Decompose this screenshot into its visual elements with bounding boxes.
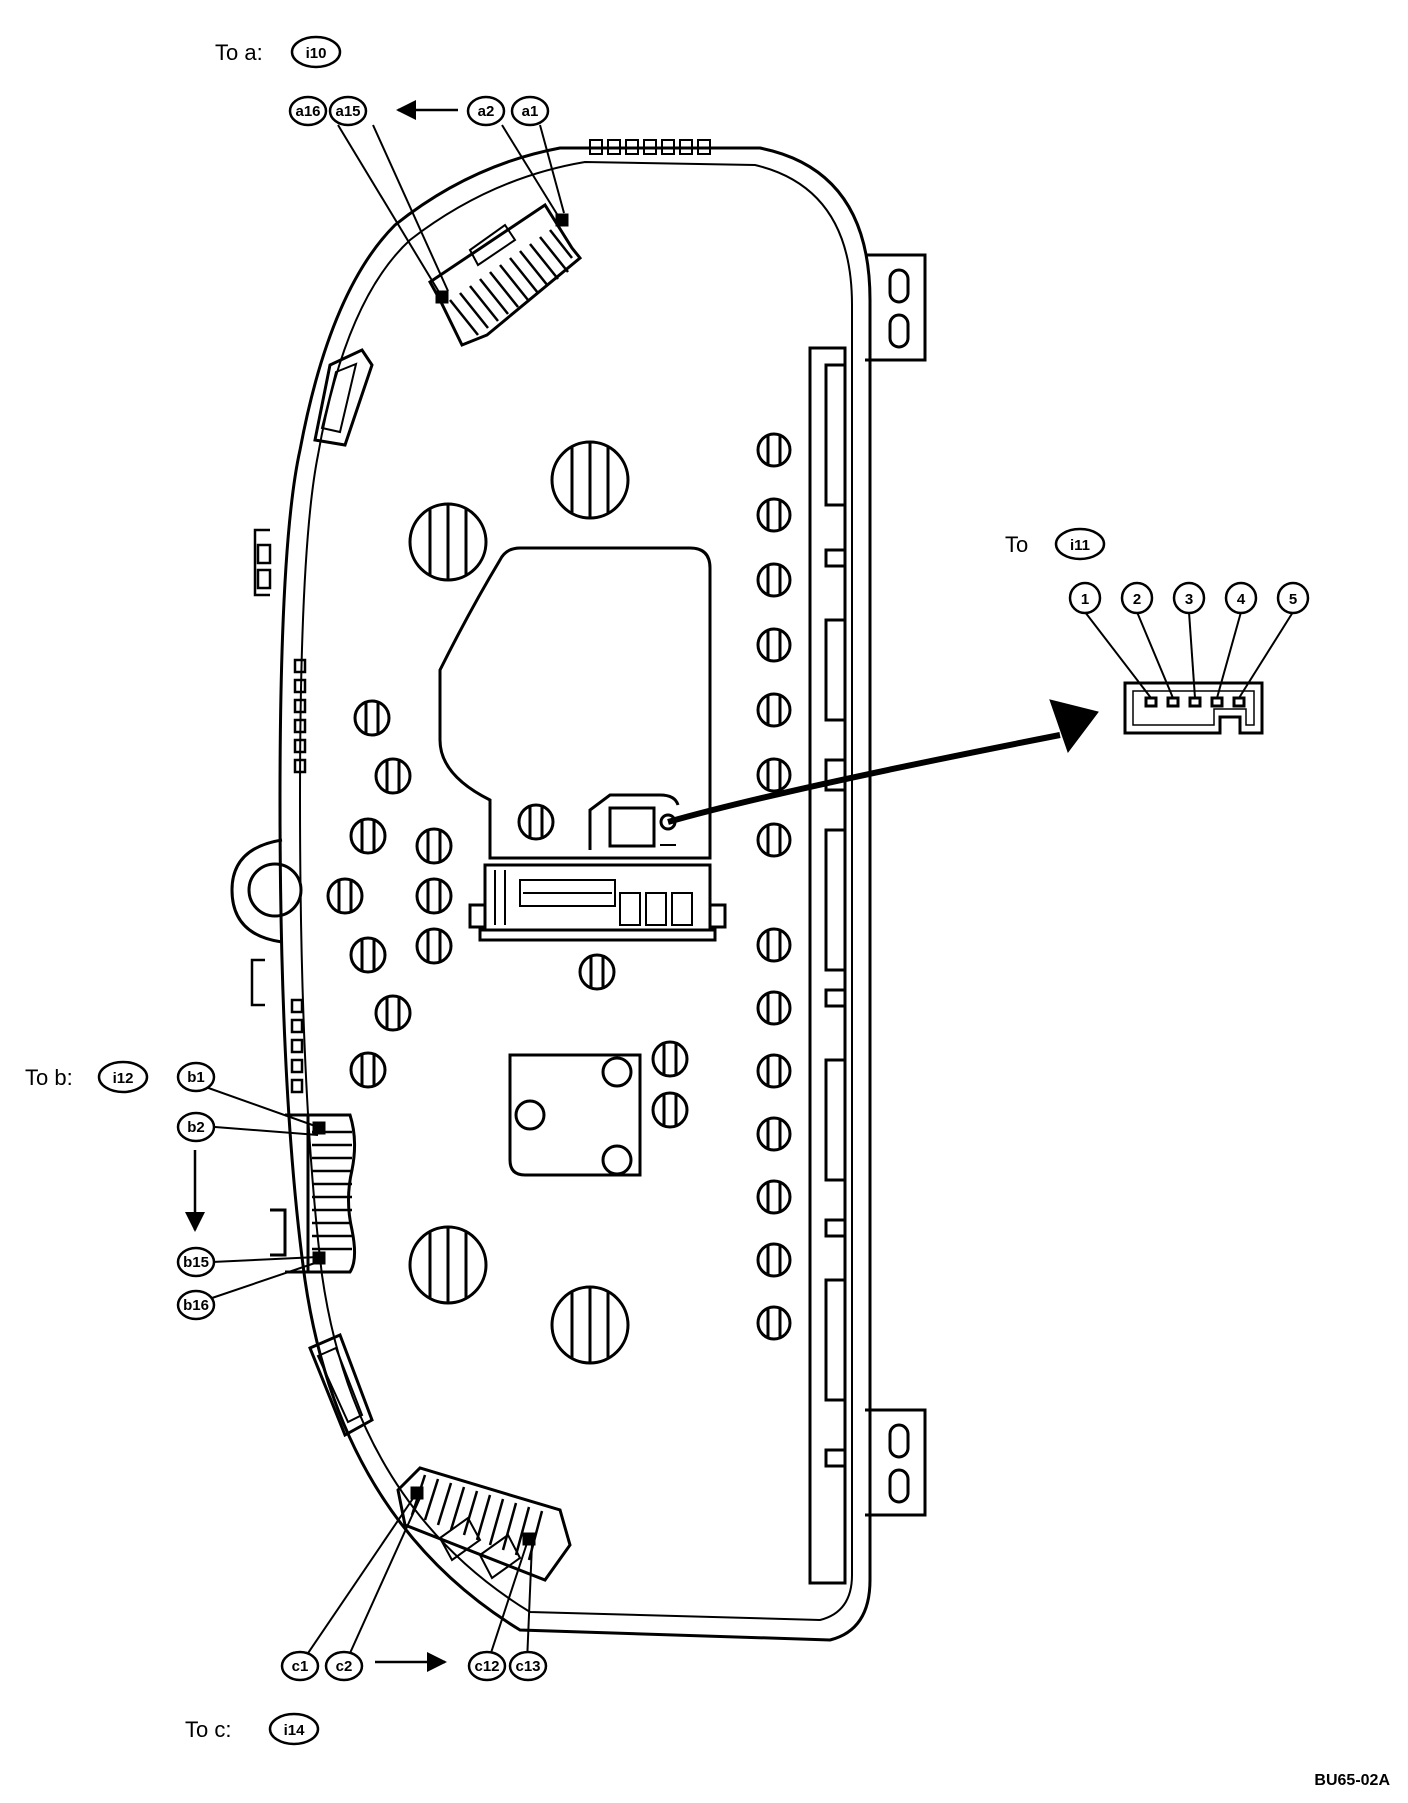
i11-label: i11 bbox=[1070, 537, 1090, 554]
pin-c2-label: c2 bbox=[336, 1658, 353, 1675]
upper-left-latch bbox=[313, 348, 374, 447]
indicator-lamp-strip bbox=[808, 346, 847, 1585]
pin-b1-label: b1 bbox=[187, 1069, 205, 1086]
i14-bubble bbox=[268, 1712, 320, 1746]
connector-b-body bbox=[270, 1113, 357, 1274]
i10-bubble bbox=[290, 35, 342, 69]
main-board-connector bbox=[468, 863, 727, 942]
pin-b2-label: b2 bbox=[187, 1119, 205, 1136]
i11-pin-labels: 1 2 3 4 5 bbox=[1068, 581, 1310, 615]
pin-a15-label: a15 bbox=[335, 103, 360, 120]
cluster-housing bbox=[278, 139, 872, 1642]
i11-bubble bbox=[1054, 527, 1106, 561]
pin-b15-label: b15 bbox=[183, 1254, 209, 1271]
lower-left-latch bbox=[308, 1332, 374, 1438]
leader-lines bbox=[199, 124, 565, 1663]
to-a-label: To a: bbox=[215, 40, 263, 65]
mounting-tab-top-right bbox=[865, 253, 927, 362]
pin-a1-label: a1 bbox=[522, 103, 539, 120]
pin-c12-label: c12 bbox=[474, 1658, 499, 1675]
i11-callout-arrow bbox=[667, 699, 1099, 825]
i12-label: i12 bbox=[113, 1070, 134, 1087]
printed-circuit-area bbox=[438, 546, 712, 860]
large-sockets bbox=[408, 440, 630, 1365]
direction-arrows bbox=[185, 100, 458, 1672]
connector-c-body bbox=[396, 1466, 572, 1582]
to-i11-label: To bbox=[1005, 532, 1028, 557]
connector-b-pin-labels: b1 b2 b15 b16 bbox=[176, 1061, 216, 1321]
i10-label: i10 bbox=[306, 45, 327, 62]
i14-label: i14 bbox=[284, 1722, 306, 1739]
to-b-label: To b: bbox=[25, 1065, 73, 1090]
center-lower-plate bbox=[508, 1053, 642, 1177]
pin-c1-label: c1 bbox=[292, 1658, 309, 1675]
left-side-clips bbox=[250, 528, 307, 1094]
to-b-label-group: To b: i12 bbox=[25, 1060, 149, 1094]
pin-c13-label: c13 bbox=[515, 1658, 540, 1675]
figure-code: BU65-02A bbox=[1314, 1772, 1390, 1789]
connector-a-pin-labels: a16 a15 a2 a1 bbox=[288, 95, 550, 127]
i11-connector-housing bbox=[588, 793, 680, 850]
right-socket-column bbox=[756, 432, 792, 1341]
mounting-tab-bottom-right bbox=[865, 1408, 927, 1517]
bulb-sockets bbox=[326, 432, 792, 1365]
i11-pin-1-label: 1 bbox=[1081, 591, 1089, 608]
to-c-label-group: To c: i14 bbox=[185, 1712, 320, 1746]
connector-c-pin-labels: c1 c2 c12 c13 bbox=[280, 1650, 548, 1682]
i11-pin-4-label: 4 bbox=[1237, 591, 1246, 608]
to-i11-label-group: To i11 bbox=[1005, 527, 1106, 561]
i11-connector-face bbox=[1084, 611, 1294, 735]
i12-bubble bbox=[97, 1060, 149, 1094]
to-a-label-group: To a: i10 bbox=[215, 35, 342, 69]
i11-pin-5-label: 5 bbox=[1289, 591, 1297, 608]
left-mounting-boss bbox=[230, 838, 303, 944]
connector-a-body bbox=[428, 202, 583, 347]
to-c-label: To c: bbox=[185, 1717, 231, 1742]
pin-a16-label: a16 bbox=[295, 103, 320, 120]
i11-pin-3-label: 3 bbox=[1185, 591, 1193, 608]
pin-b16-label: b16 bbox=[183, 1297, 209, 1314]
pin-a2-label: a2 bbox=[478, 103, 495, 120]
i11-pin-2-label: 2 bbox=[1133, 591, 1141, 608]
small-sockets bbox=[326, 699, 689, 1129]
